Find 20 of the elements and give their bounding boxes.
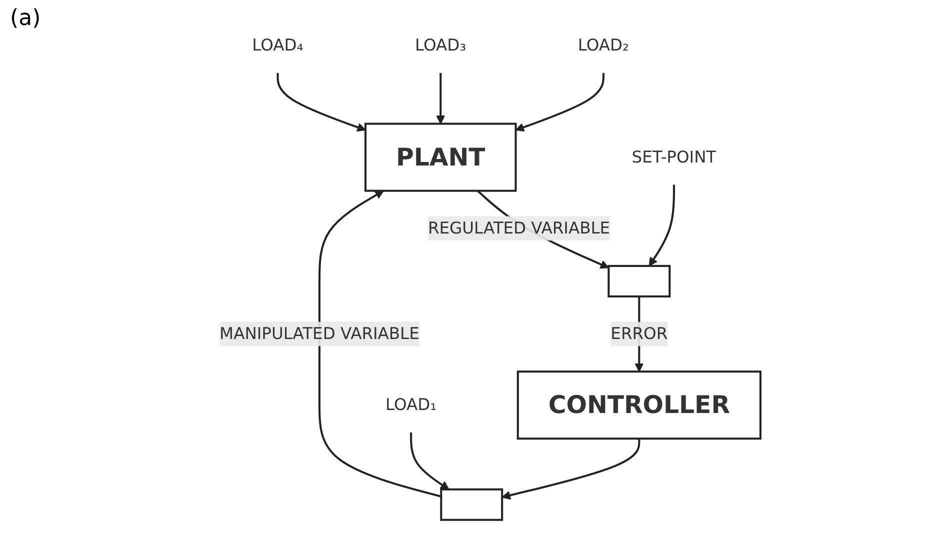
node-text: SET-POINT [632, 147, 716, 166]
arrow [436, 72, 446, 124]
arrow [318, 190, 442, 498]
panel-label: (a) [10, 6, 41, 31]
node-text: LOAD₁ [385, 394, 437, 414]
arrow [502, 438, 640, 500]
node-text: LOAD₄ [252, 35, 304, 55]
arrow [276, 72, 366, 132]
node-box [608, 264, 671, 298]
edge-label: MANIPULATED VARIABLE [220, 324, 420, 344]
arrow [515, 72, 604, 132]
arrow [648, 184, 675, 266]
node-text: LOAD₃ [415, 35, 466, 55]
node-box: CONTROLLER [516, 370, 762, 440]
arrow [410, 432, 450, 490]
node-box [440, 488, 504, 521]
edge-label: REGULATED VARIABLE [428, 218, 610, 238]
node-box: PLANT [364, 122, 517, 192]
node-text: LOAD₂ [578, 35, 630, 55]
edge-label: ERROR [610, 324, 668, 344]
